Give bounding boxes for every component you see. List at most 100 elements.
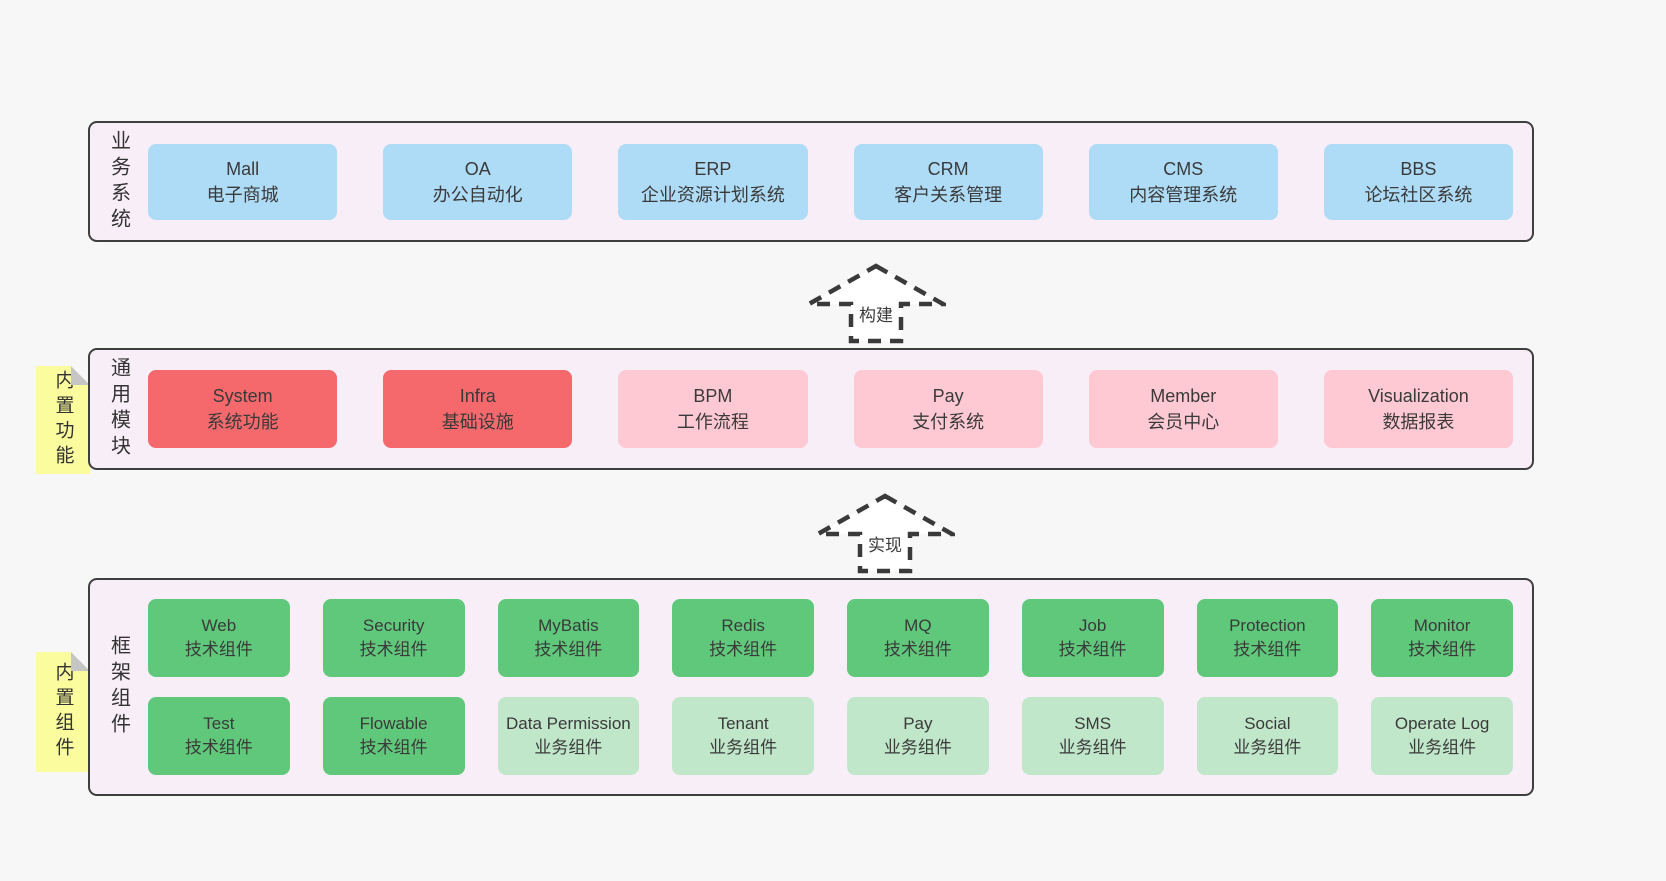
layer-label-modules: 通用模块	[107, 357, 130, 461]
build-arrow: 构建	[806, 262, 946, 344]
module-box-member: Member 会员中心	[1088, 370, 1278, 448]
box-title: Protection	[1229, 616, 1306, 635]
box-title: Tenant	[717, 714, 769, 733]
box-subtitle: 业务组件	[534, 738, 603, 757]
box-title: Visualization	[1368, 386, 1469, 406]
box-subtitle: 业务组件	[1233, 738, 1302, 757]
box-title: Job	[1078, 616, 1107, 635]
box-subtitle: 业务组件	[1058, 738, 1127, 757]
box-subtitle: 基础设施	[441, 412, 514, 432]
component-box-operate-log: Operate Log 业务组件	[1371, 697, 1513, 775]
box-title: Monitor	[1413, 616, 1471, 635]
box-title: OA	[464, 158, 491, 179]
component-box-flowable: Flowable 技术组件	[322, 697, 465, 775]
box-title: Infra	[459, 386, 496, 406]
component-box-protection: Protection 技术组件	[1196, 599, 1339, 677]
component-box-test: Test 技术组件	[148, 697, 290, 775]
box-title: Security	[362, 616, 425, 635]
box-title: Member	[1150, 386, 1217, 406]
layer-business-content: Mall 电子商城 OA 办公自动化 ERP 企业资源计划系统 CRM 客户关系…	[148, 123, 1532, 240]
box-subtitle: 技术组件	[359, 640, 428, 659]
box-title: Social	[1244, 714, 1291, 733]
module-box-visualization: Visualization 数据报表	[1323, 370, 1514, 448]
module-box-pay: Pay 支付系统	[853, 370, 1043, 448]
system-box-mall: Mall 电子商城	[148, 143, 338, 220]
layer-label-strip: 通用模块	[90, 350, 148, 468]
box-subtitle: 技术组件	[359, 738, 428, 757]
box-subtitle: 业务组件	[1408, 738, 1477, 757]
component-box-job: Job 技术组件	[1021, 599, 1164, 677]
box-subtitle: 业务组件	[709, 738, 778, 757]
module-box-bpm: BPM 工作流程	[618, 370, 808, 448]
sticky-text: 内置组件	[52, 662, 74, 762]
layer-label-strip: 框架组件	[90, 580, 148, 794]
box-title: Web	[201, 616, 237, 635]
layer-label-components: 框架组件	[107, 635, 130, 739]
component-box-monitor: Monitor 技术组件	[1371, 599, 1513, 677]
component-box-web: Web 技术组件	[148, 599, 290, 677]
box-title: Flowable	[359, 714, 428, 733]
box-title: Operate Log	[1394, 714, 1490, 733]
sticky-note-builtin-components: 内置组件	[36, 652, 90, 772]
system-box-oa: OA 办公自动化	[383, 143, 573, 220]
system-box-cms: CMS 内容管理系统	[1088, 143, 1278, 220]
box-subtitle: 技术组件	[184, 738, 253, 757]
box-title: Redis	[721, 616, 765, 635]
box-subtitle: 会员中心	[1147, 412, 1220, 432]
box-subtitle: 企业资源计划系统	[640, 184, 785, 205]
system-box-bbs: BBS 论坛社区系统	[1323, 143, 1514, 220]
layer-modules-content: System 系统功能 Infra 基础设施 BPM 工作流程 Pay 支付系统…	[148, 350, 1532, 468]
box-subtitle: 办公自动化	[432, 184, 523, 205]
box-subtitle: 客户关系管理	[894, 184, 1003, 205]
implement-arrow-label: 实现	[865, 531, 905, 556]
layer-common-modules: 通用模块 System 系统功能 Infra 基础设施 BPM 工作流程 Pay	[88, 348, 1534, 470]
box-subtitle: 论坛社区系统	[1364, 184, 1473, 205]
module-box-system: System 系统功能	[148, 370, 338, 448]
box-title: ERP	[694, 158, 732, 179]
component-box-mq: MQ 技术组件	[847, 599, 989, 677]
layer-framework-components: 框架组件 Web 技术组件 Security 技术组件 MyBatis 技术组件…	[88, 578, 1534, 796]
component-box-data-permission: Data Permission 业务组件	[497, 697, 640, 775]
system-box-crm: CRM 客户关系管理	[853, 143, 1043, 220]
box-title: Mall	[226, 158, 260, 179]
box-title: MyBatis	[538, 616, 599, 635]
sticky-note-builtin-features: 内置功能	[36, 366, 90, 474]
box-subtitle: 技术组件	[883, 640, 952, 659]
component-box-sms: SMS 业务组件	[1021, 697, 1164, 775]
layer-components-content: Web 技术组件 Security 技术组件 MyBatis 技术组件 Redi…	[148, 580, 1532, 794]
box-subtitle: 技术组件	[184, 640, 253, 659]
box-title: BPM	[693, 386, 733, 406]
system-box-erp: ERP 企业资源计划系统	[618, 143, 808, 220]
component-box-tenant: Tenant 业务组件	[672, 697, 814, 775]
box-subtitle: 支付系统	[912, 412, 985, 432]
box-title: System	[212, 386, 273, 406]
component-box-pay: Pay 业务组件	[847, 697, 989, 775]
component-box-social: Social 业务组件	[1196, 697, 1339, 775]
box-subtitle: 技术组件	[534, 640, 603, 659]
box-title: Test	[203, 714, 235, 733]
build-arrow-label: 构建	[856, 301, 896, 326]
layer-label-strip: 业务系统	[90, 123, 148, 240]
layer-label-business: 业务系统	[107, 129, 130, 234]
box-subtitle: 系统功能	[206, 412, 279, 432]
box-title: CMS	[1163, 158, 1204, 179]
component-box-security: Security 技术组件	[322, 599, 465, 677]
sticky-text: 内置功能	[52, 370, 74, 470]
implement-arrow: 实现	[815, 492, 955, 574]
box-title: SMS	[1074, 714, 1112, 733]
box-subtitle: 内容管理系统	[1129, 184, 1238, 205]
box-subtitle: 数据报表	[1382, 412, 1455, 432]
box-title: Pay	[932, 386, 964, 406]
box-subtitle: 技术组件	[709, 640, 778, 659]
box-subtitle: 工作流程	[676, 412, 749, 432]
box-subtitle: 技术组件	[1058, 640, 1127, 659]
box-title: BBS	[1400, 158, 1437, 179]
layer-business-systems: 业务系统 Mall 电子商城 OA 办公自动化 ERP 企业资源计划系统 CRM	[88, 121, 1534, 242]
box-subtitle: 技术组件	[1233, 640, 1302, 659]
box-subtitle: 技术组件	[1408, 640, 1477, 659]
box-title: Data Permission	[506, 714, 631, 733]
box-title: CRM	[927, 158, 969, 179]
box-subtitle: 电子商城	[206, 184, 279, 205]
box-title: MQ	[904, 616, 932, 635]
